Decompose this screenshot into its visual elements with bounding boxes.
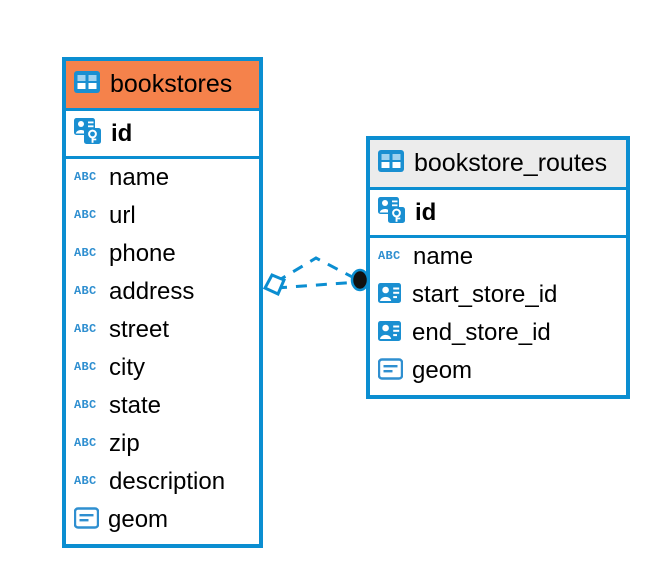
field-label: name (413, 243, 474, 270)
abc-text-icon: ABC (74, 169, 100, 188)
relationship-line-lower (275, 280, 359, 290)
entity-bookstore-routes[interactable]: bookstore_routes (366, 136, 630, 399)
entity-bookstores[interactable]: bookstores (62, 57, 263, 548)
field-row-geom[interactable]: geom (370, 352, 626, 390)
field-row-end-store-id[interactable]: end_store_id (370, 314, 626, 352)
field-label: description (109, 468, 226, 495)
field-label: geom (412, 357, 473, 384)
svg-text:ABC: ABC (74, 246, 97, 259)
entity-title: bookstore_routes (414, 149, 608, 177)
field-row-name[interactable]: ABC name (66, 159, 259, 197)
field-label: address (109, 278, 195, 305)
diamond-marker (262, 273, 286, 297)
field-row-start-store-id[interactable]: start_store_id (370, 276, 626, 314)
svg-text:ABC: ABC (74, 208, 97, 221)
primary-key-block: id (370, 187, 626, 238)
svg-text:ABC: ABC (74, 322, 97, 335)
field-row-state[interactable]: ABC state (66, 387, 259, 425)
field-list-bookstores: ABC name ABC url ABC p (66, 159, 259, 539)
field-label: url (109, 202, 136, 229)
field-label: geom (108, 506, 169, 533)
svg-text:ABC: ABC (74, 436, 97, 449)
field-row-id[interactable]: id (370, 190, 626, 235)
svg-text:ABC: ABC (74, 170, 97, 183)
filled-circle-marker (350, 268, 370, 292)
abc-text-icon: ABC (74, 283, 100, 302)
field-row-zip[interactable]: ABC zip (66, 425, 259, 463)
svg-text:ABC: ABC (74, 360, 97, 373)
field-row-phone[interactable]: ABC phone (66, 235, 259, 273)
abc-text-icon: ABC (74, 397, 100, 416)
primary-key-block: id (66, 108, 259, 159)
field-list-bookstore-routes: ABC name start_store_id (370, 238, 626, 390)
field-label: zip (109, 430, 140, 457)
abc-text-icon: ABC (74, 359, 100, 378)
abc-text-icon: ABC (74, 207, 100, 226)
field-label: id (415, 198, 437, 226)
relationship-connector[interactable] (258, 248, 376, 308)
field-row-address[interactable]: ABC address (66, 273, 259, 311)
field-label: name (109, 164, 170, 191)
field-row-geom[interactable]: geom (66, 501, 259, 539)
abc-text-icon: ABC (74, 435, 100, 454)
field-row-street[interactable]: ABC street (66, 311, 259, 349)
svg-text:ABC: ABC (74, 398, 97, 411)
field-row-url[interactable]: ABC url (66, 197, 259, 235)
geometry-icon (73, 506, 100, 534)
field-row-city[interactable]: ABC city (66, 349, 259, 387)
field-row-description[interactable]: ABC description (66, 463, 259, 501)
table-icon (74, 71, 100, 98)
relationship-line-upper (275, 256, 359, 284)
field-row-id[interactable]: id (66, 111, 259, 156)
abc-text-icon: ABC (74, 245, 100, 264)
geometry-icon (377, 357, 404, 385)
primary-key-icon (378, 196, 406, 229)
svg-text:ABC: ABC (74, 284, 97, 297)
entity-header-bookstores[interactable]: bookstores (66, 61, 259, 108)
abc-text-icon: ABC (74, 473, 100, 492)
field-label: phone (109, 240, 176, 267)
abc-text-icon: ABC (74, 321, 100, 340)
primary-key-icon (74, 117, 102, 150)
field-label: street (109, 316, 170, 343)
svg-text:ABC: ABC (74, 474, 97, 487)
foreign-key-icon (378, 282, 403, 309)
field-label: state (109, 392, 162, 419)
foreign-key-icon (378, 320, 403, 347)
svg-text:ABC: ABC (378, 249, 401, 262)
table-icon (378, 150, 404, 177)
field-label: start_store_id (412, 281, 558, 308)
field-row-name[interactable]: ABC name (370, 238, 626, 276)
entity-title: bookstores (110, 70, 233, 98)
abc-text-icon: ABC (378, 248, 404, 267)
field-label: end_store_id (412, 319, 551, 346)
field-label: id (111, 119, 133, 147)
field-label: city (109, 354, 145, 381)
entity-header-bookstore-routes[interactable]: bookstore_routes (370, 140, 626, 187)
